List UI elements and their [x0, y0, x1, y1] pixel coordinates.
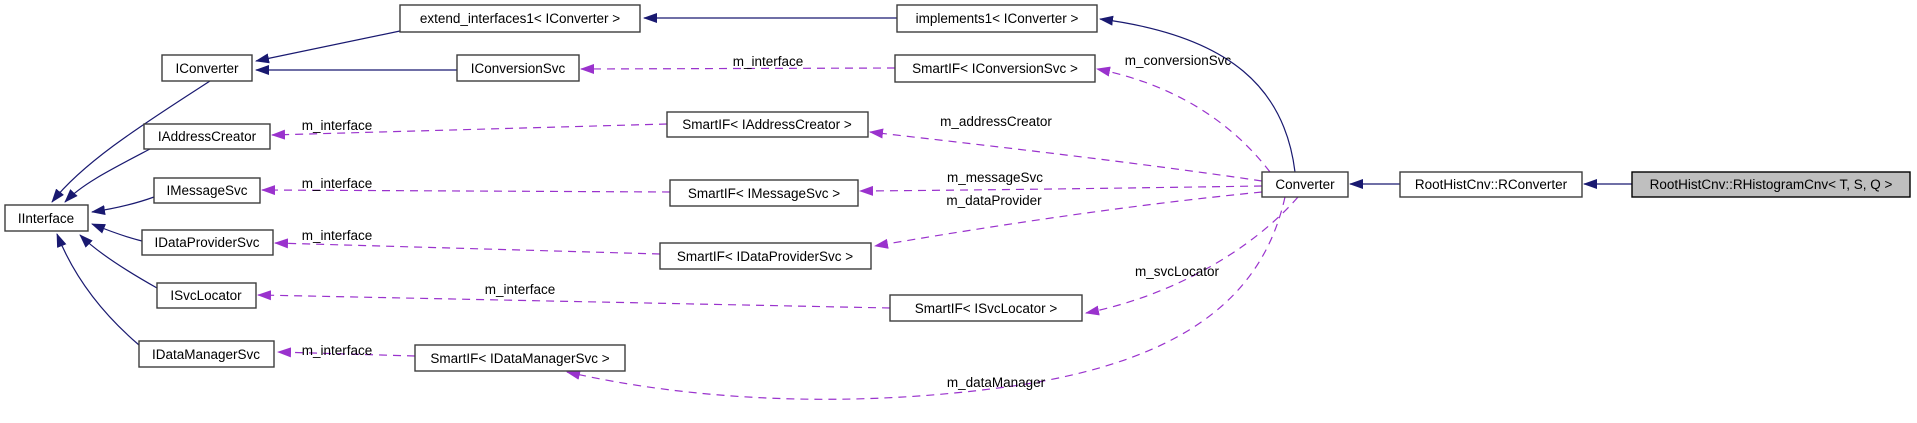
edge-idataprovidersvc-to-iinterface — [91, 223, 143, 242]
edge-smartif-idataprovidersvc-to-idataprovidersvc — [274, 238, 661, 255]
svg-text:ISvcLocator: ISvcLocator — [170, 288, 242, 303]
node-iinterface[interactable]: IInterface — [4, 204, 89, 232]
node-idatamanagersvc[interactable]: IDataManagerSvc — [138, 340, 275, 368]
svg-text:SmartIF< IMessageSvc >: SmartIF< IMessageSvc > — [688, 186, 840, 201]
svg-text:SmartIF< IDataManagerSvc >: SmartIF< IDataManagerSvc > — [430, 351, 609, 366]
svg-text:Converter: Converter — [1275, 177, 1335, 192]
edge-label-m-dataprovider: m_dataProvider — [946, 193, 1042, 208]
node-extend-interfaces1[interactable]: extend_interfaces1< IConverter > — [399, 4, 641, 33]
edge-converter-to-smartif-iconversionsvc — [1096, 66, 1271, 173]
edge-converter-to-smartif-idataprovidersvc — [874, 191, 1263, 249]
svg-text:SmartIF< IAddressCreator >: SmartIF< IAddressCreator > — [682, 117, 852, 132]
svg-text:SmartIF< IDataProviderSvc >: SmartIF< IDataProviderSvc > — [677, 249, 853, 264]
svg-text:IInterface: IInterface — [18, 211, 74, 226]
edge-label-m-datamanager: m_dataManager — [947, 375, 1046, 390]
svg-text:IDataProviderSvc: IDataProviderSvc — [154, 235, 259, 250]
node-smartif-iconversionsvc[interactable]: SmartIF< IConversionSvc > — [894, 54, 1096, 83]
edge-label-m-interface-svclocator: m_interface — [485, 282, 556, 297]
node-idataprovidersvc[interactable]: IDataProviderSvc — [141, 229, 274, 256]
node-isvclocator[interactable]: ISvcLocator — [156, 282, 257, 309]
edge-smartif-iconversionsvc-to-iconversionsvc — [580, 63, 896, 74]
edge-isvclocator-to-iinterface — [79, 234, 158, 289]
edge-label-m-svclocator: m_svcLocator — [1135, 264, 1220, 279]
edge-converter-to-smartif-idatamanagersvc — [566, 196, 1286, 400]
edge-extend-interfaces1-to-iconverter — [255, 30, 401, 64]
edge-label-m-interface-messagesvc: m_interface — [302, 176, 373, 191]
node-smartif-imessagesvc[interactable]: SmartIF< IMessageSvc > — [669, 179, 859, 207]
svg-text:RootHistCnv::RConverter: RootHistCnv::RConverter — [1415, 177, 1568, 192]
node-iaddresscreator[interactable]: IAddressCreator — [143, 123, 271, 150]
edge-smartif-isvclocator-to-isvclocator — [257, 290, 891, 309]
node-smartif-isvclocator[interactable]: SmartIF< ISvcLocator > — [889, 294, 1083, 322]
edge-imessagesvc-to-iinterface — [91, 196, 155, 216]
node-smartif-idatamanagersvc[interactable]: SmartIF< IDataManagerSvc > — [414, 344, 626, 372]
svg-text:RootHistCnv::RHistogramCnv< T,: RootHistCnv::RHistogramCnv< T, S, Q > — [1650, 177, 1893, 192]
edge-iaddresscreator-to-iinterface — [64, 148, 151, 203]
node-roothistcnv-rhistogramcnv-current: RootHistCnv::RHistogramCnv< T, S, Q > — [1631, 171, 1911, 198]
svg-text:implements1< IConverter >: implements1< IConverter > — [916, 11, 1079, 26]
edge-label-m-interface-dataprovidersvc: m_interface — [302, 228, 373, 243]
edge-label-m-conversionsvc: m_conversionSvc — [1125, 53, 1232, 68]
edge-iconverter-to-iinterface — [51, 80, 211, 203]
edge-converter-to-smartif-iaddresscreator — [869, 128, 1263, 182]
svg-text:IConversionSvc: IConversionSvc — [471, 61, 566, 76]
edge-label-m-interface-conversionsvc: m_interface — [733, 54, 804, 69]
svg-text:IDataManagerSvc: IDataManagerSvc — [152, 347, 260, 362]
node-smartif-idataprovidersvc[interactable]: SmartIF< IDataProviderSvc > — [659, 242, 872, 270]
node-converter[interactable]: Converter — [1261, 171, 1349, 198]
edge-smartif-iaddresscreator-to-iaddresscreator — [271, 123, 668, 140]
edge-idatamanagersvc-to-iinterface — [56, 233, 140, 346]
svg-text:IAddressCreator: IAddressCreator — [158, 129, 257, 144]
node-roothistcnv-rconverter[interactable]: RootHistCnv::RConverter — [1399, 171, 1583, 198]
edge-label-m-interface-addresscreator: m_interface — [302, 118, 373, 133]
edge-converter-to-smartif-imessagesvc — [859, 185, 1263, 196]
svg-text:extend_interfaces1< IConverter: extend_interfaces1< IConverter > — [420, 11, 620, 26]
edge-label-m-addresscreator: m_addressCreator — [940, 114, 1052, 129]
edge-label-m-interface-datamanagersvc: m_interface — [302, 343, 373, 358]
node-smartif-iaddresscreator[interactable]: SmartIF< IAddressCreator > — [666, 111, 869, 138]
node-iconverter[interactable]: IConverter — [161, 54, 253, 82]
svg-text:SmartIF< IConversionSvc >: SmartIF< IConversionSvc > — [912, 61, 1078, 76]
svg-text:IConverter: IConverter — [175, 61, 239, 76]
svg-text:IMessageSvc: IMessageSvc — [166, 183, 247, 198]
edge-converter-to-implements1 — [1099, 15, 1296, 173]
edge-converter-to-smartif-isvclocator — [1085, 196, 1299, 316]
node-implements1[interactable]: implements1< IConverter > — [896, 4, 1098, 33]
edge-label-m-messagesvc: m_messageSvc — [947, 170, 1043, 185]
edge-smartif-imessagesvc-to-imessagesvc — [261, 185, 671, 196]
svg-text:SmartIF< ISvcLocator >: SmartIF< ISvcLocator > — [915, 301, 1058, 316]
node-imessagesvc[interactable]: IMessageSvc — [153, 177, 261, 204]
node-iconversionsvc[interactable]: IConversionSvc — [456, 54, 580, 82]
edge-smartif-idatamanagersvc-to-idatamanagersvc — [277, 347, 416, 358]
